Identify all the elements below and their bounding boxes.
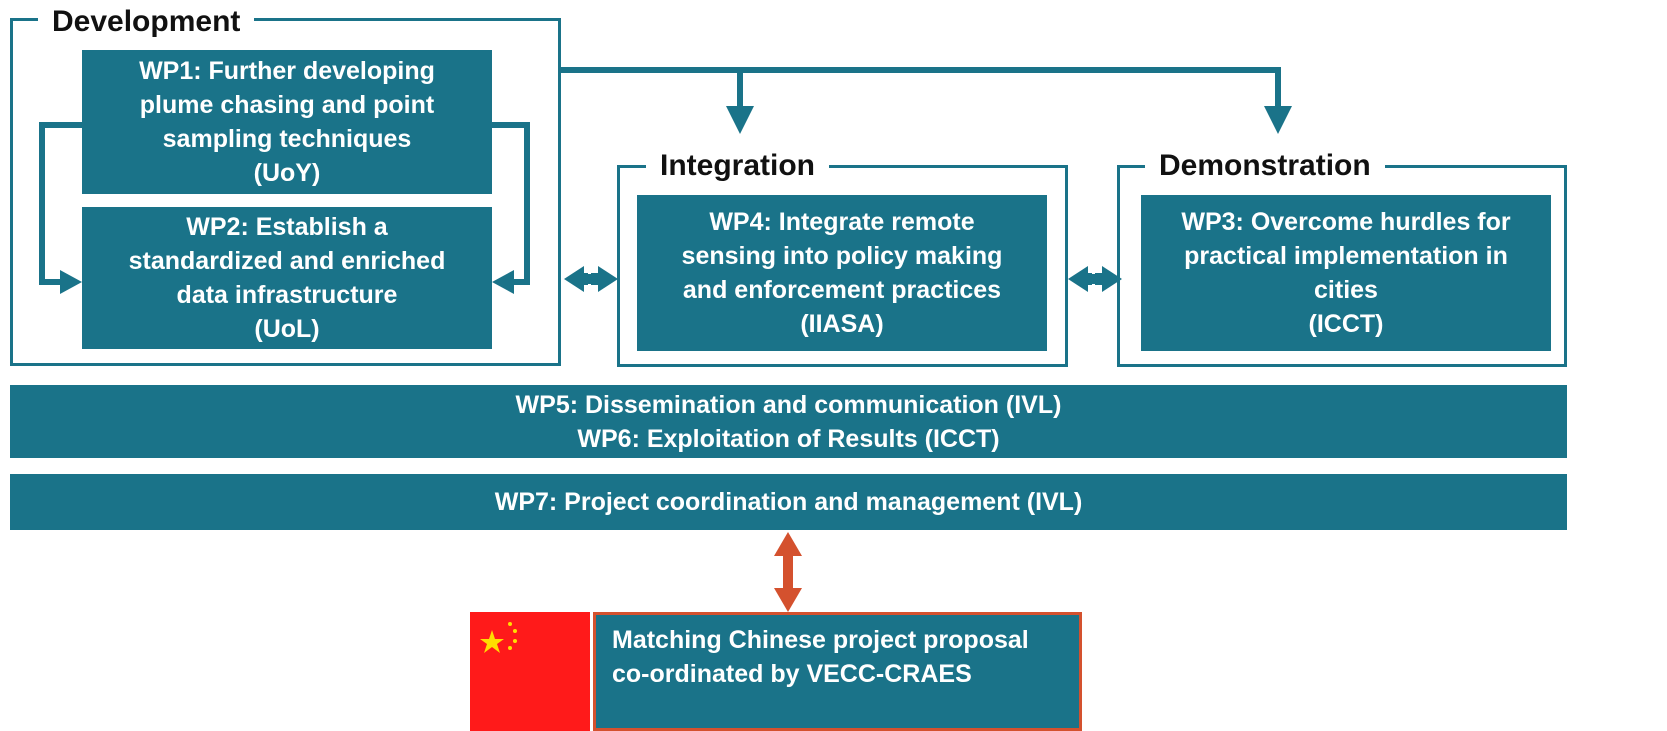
wp2-label: WP2: Establish a standardized and enrich… bbox=[128, 213, 446, 343]
wp7-bar: WP7: Project coordination and management… bbox=[10, 474, 1567, 530]
arrow-down-demonstration-icon bbox=[1264, 106, 1292, 134]
integration-title: Integration bbox=[646, 148, 829, 184]
wp4-box: WP4: Integrate remote sensing into polic… bbox=[637, 195, 1047, 351]
wp3-box: WP3: Overcome hurdles for practical impl… bbox=[1141, 195, 1551, 351]
arrow-up-orange-icon bbox=[774, 532, 802, 556]
arrow-left-wp2-icon bbox=[492, 270, 514, 294]
wp6-label: WP6: Exploitation of Results (ICCT) bbox=[577, 424, 1000, 453]
wp5-label: WP5: Dissemination and communication (IV… bbox=[515, 390, 1062, 419]
wp4-label: WP4: Integrate remote sensing into polic… bbox=[681, 208, 1003, 338]
wp1-label: WP1: Further developing plume chasing an… bbox=[139, 57, 435, 187]
development-group bbox=[10, 18, 561, 366]
double-arrow-dev-int-icon bbox=[564, 266, 598, 292]
wp5-wp6-bar: WP5: Dissemination and communication (IV… bbox=[10, 385, 1567, 458]
arrow-down-orange-icon bbox=[774, 588, 802, 612]
china-flag-icon bbox=[470, 612, 590, 731]
left-loop-line bbox=[39, 122, 82, 285]
development-title: Development bbox=[38, 4, 255, 40]
integration-group bbox=[617, 165, 1068, 367]
development-connector-line bbox=[560, 67, 1281, 108]
chinese-proposal-box: Matching Chinese project proposal co-ord… bbox=[593, 612, 1082, 731]
wp2-box: WP2: Establish a standardized and enrich… bbox=[82, 207, 492, 349]
right-loop-line bbox=[492, 122, 530, 285]
wp7-label: WP7: Project coordination and management… bbox=[494, 488, 1083, 516]
arrow-right-wp2-icon bbox=[60, 270, 82, 294]
double-arrow-int-demo-icon bbox=[1068, 266, 1102, 292]
demonstration-title: Demonstration bbox=[1145, 148, 1385, 184]
wp1-box: WP1: Further developing plume chasing an… bbox=[82, 50, 492, 194]
arrow-down-integration-icon bbox=[726, 106, 754, 134]
wp3-label: WP3: Overcome hurdles for practical impl… bbox=[1181, 208, 1511, 338]
coordination-link-line bbox=[783, 552, 793, 592]
